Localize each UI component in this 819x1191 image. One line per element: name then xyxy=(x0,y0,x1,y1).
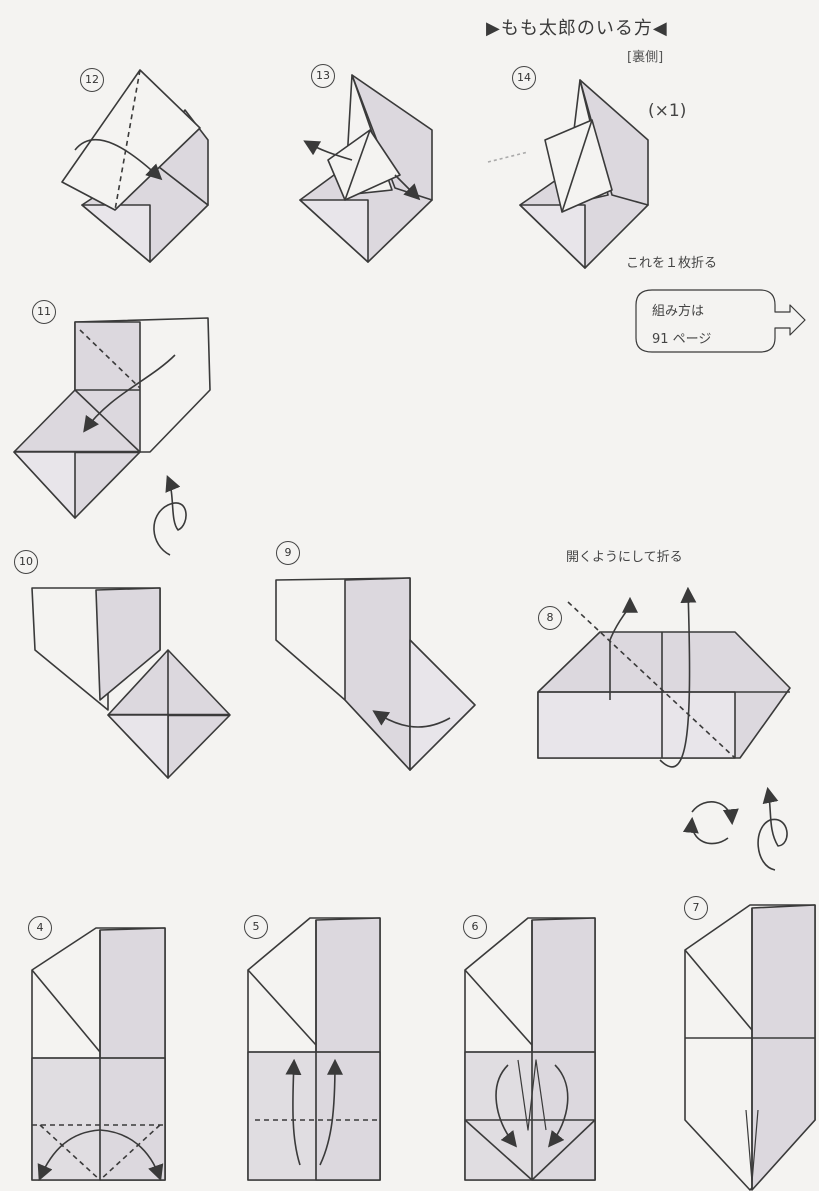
fold-figure-step-4 xyxy=(32,928,165,1180)
fold-figure-step-14 xyxy=(488,80,648,268)
fold-figure-step-7 xyxy=(685,905,815,1190)
fold-figure-step-13 xyxy=(300,75,432,262)
fold-figure-step-8 xyxy=(538,590,790,870)
fold-figure-step-10 xyxy=(32,588,230,778)
fold-figure-step-12 xyxy=(62,70,208,262)
fold-figure-step-11 xyxy=(14,318,210,555)
reference-bubble xyxy=(636,290,805,352)
fold-figure-step-9 xyxy=(276,578,475,770)
fold-figure-step-5 xyxy=(248,918,380,1180)
fold-figure-step-6 xyxy=(465,918,595,1180)
